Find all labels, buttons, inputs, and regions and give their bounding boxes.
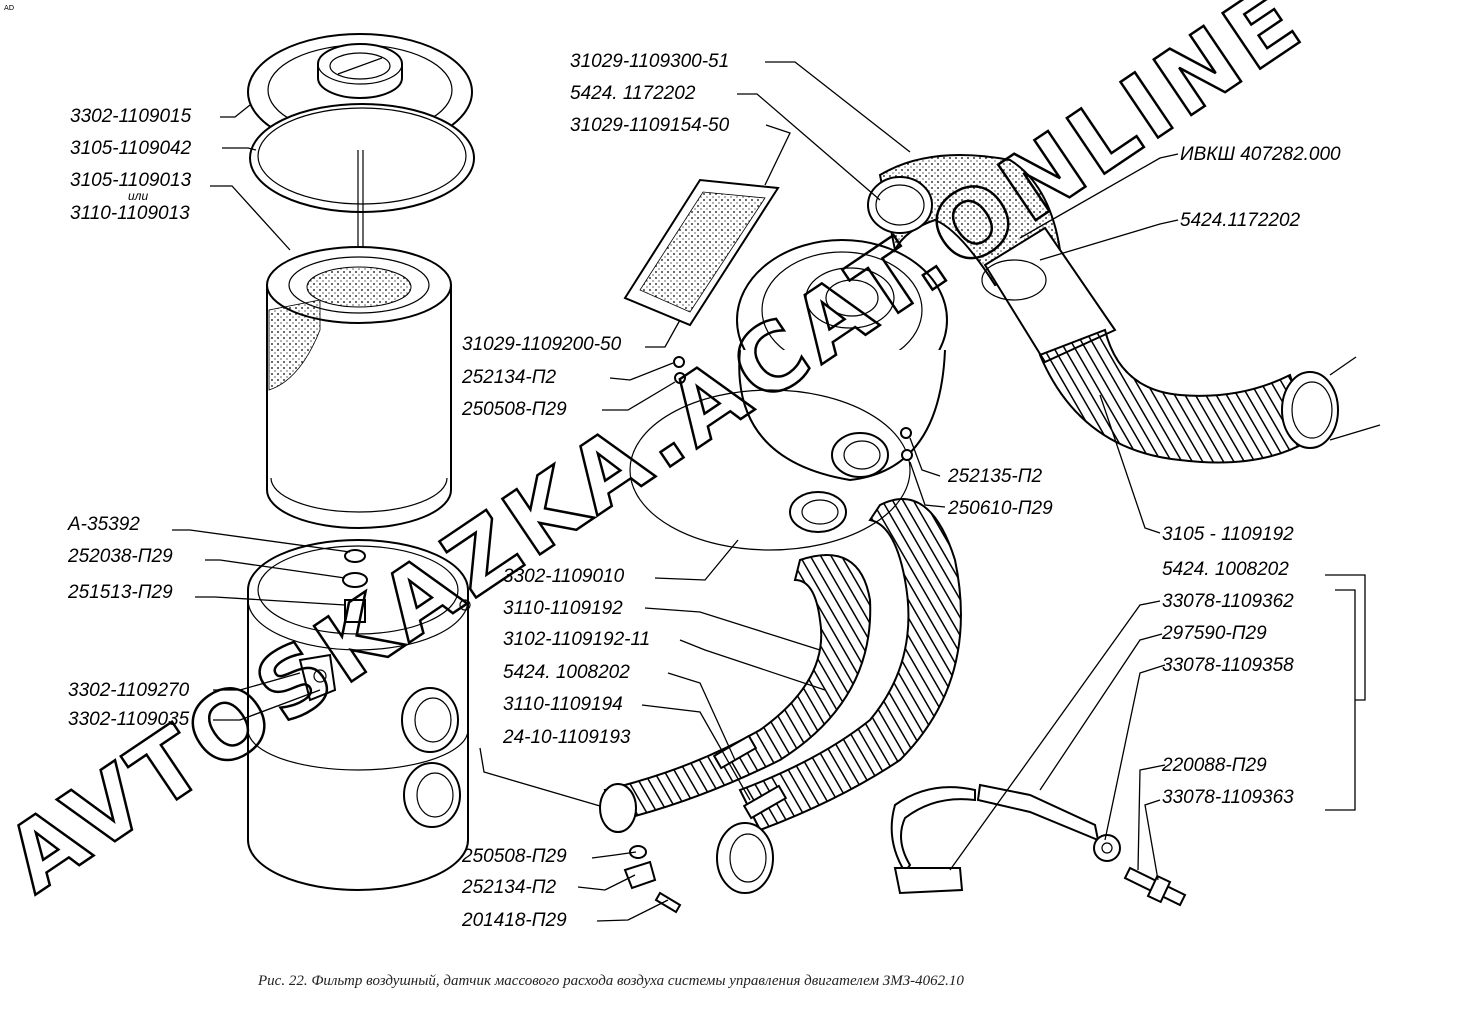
corrugated-hose-right xyxy=(1038,328,1381,464)
label-201418-p29: 201418-П29 xyxy=(461,910,567,931)
hose-bracket xyxy=(890,783,1187,907)
label-33078-1109358: 33078-1109358 xyxy=(1162,655,1294,676)
filter-housing xyxy=(247,539,471,891)
filter-assembly-center xyxy=(623,178,948,551)
corner-mark: AD xyxy=(4,4,14,12)
label-31029-1109200-50: 31029-1109200-50 xyxy=(462,334,622,355)
filter-lower-cover xyxy=(629,389,911,551)
leader-lines xyxy=(172,61,1366,922)
label-3110-1109013: 3110-1109013 xyxy=(70,203,190,224)
label-or: или xyxy=(128,189,148,203)
label-3105-1109013: 3105-1109013 xyxy=(70,170,192,191)
label-252134-p2-top: 252134-П2 xyxy=(461,367,556,388)
intake-elbow xyxy=(867,154,1117,364)
label-33078-1109363: 33078-1109363 xyxy=(1162,787,1294,808)
label-3302-1109010: 3302-1109010 xyxy=(503,566,625,587)
label-250508-p29-bottom: 250508-П29 xyxy=(461,846,567,867)
label-3302-1109015: 3302-1109015 xyxy=(70,106,192,127)
filter-assembly-left xyxy=(247,33,475,891)
label-252134-p2-bottom: 252134-П2 xyxy=(461,877,556,898)
label-5424-1172202-top: 5424. 1172202 xyxy=(570,83,696,104)
corrugated-hoses-center xyxy=(599,498,962,914)
label-220088-p29: 220088-П29 xyxy=(1161,755,1267,776)
label-5424-1008202-right: 5424. 1008202 xyxy=(1162,559,1289,580)
label-3110-1109192: 3110-1109192 xyxy=(503,598,623,619)
filter-element xyxy=(266,246,452,529)
label-3105-1109192: 3105 - 1109192 xyxy=(1162,524,1294,545)
label-31029-1109300-51: 31029-1109300-51 xyxy=(570,51,729,72)
label-5424-1008202-center: 5424. 1008202 xyxy=(503,662,630,683)
part-labels: 3302-1109015 3105-1109042 3105-1109013 и… xyxy=(67,51,1341,931)
label-ivksh-407282-000: ИВКШ 407282.000 xyxy=(1180,144,1341,165)
label-251513-p29: 251513-П29 xyxy=(67,582,173,603)
label-31029-1109154-50: 31029-1109154-50 xyxy=(570,115,730,136)
label-250610-p29: 250610-П29 xyxy=(947,498,1053,519)
label-3102-1109192-11: 3102-1109192-11 xyxy=(503,629,650,650)
label-a-35392: A-35392 xyxy=(67,514,140,535)
label-3302-1109035: 3302-1109035 xyxy=(68,709,190,730)
label-33078-1109362: 33078-1109362 xyxy=(1162,591,1294,612)
label-252135-p2: 252135-П2 xyxy=(947,466,1042,487)
label-3110-1109194: 3110-1109194 xyxy=(503,694,623,715)
label-3105-1109042: 3105-1109042 xyxy=(70,138,192,159)
cover-seal-ring xyxy=(249,103,475,213)
label-24-10-1109193: 24-10-1109193 xyxy=(502,727,631,748)
label-297590-p29: 297590-П29 xyxy=(1161,623,1267,644)
label-252038-p29: 252038-П29 xyxy=(67,546,173,567)
label-5424-1172202-right: 5424.1172202 xyxy=(1180,210,1301,231)
label-3302-1109270: 3302-1109270 xyxy=(68,680,190,701)
figure-caption: Рис. 22. Фильтр воздушный, датчик массов… xyxy=(257,973,964,989)
label-250508-p29-top: 250508-П29 xyxy=(461,399,567,420)
